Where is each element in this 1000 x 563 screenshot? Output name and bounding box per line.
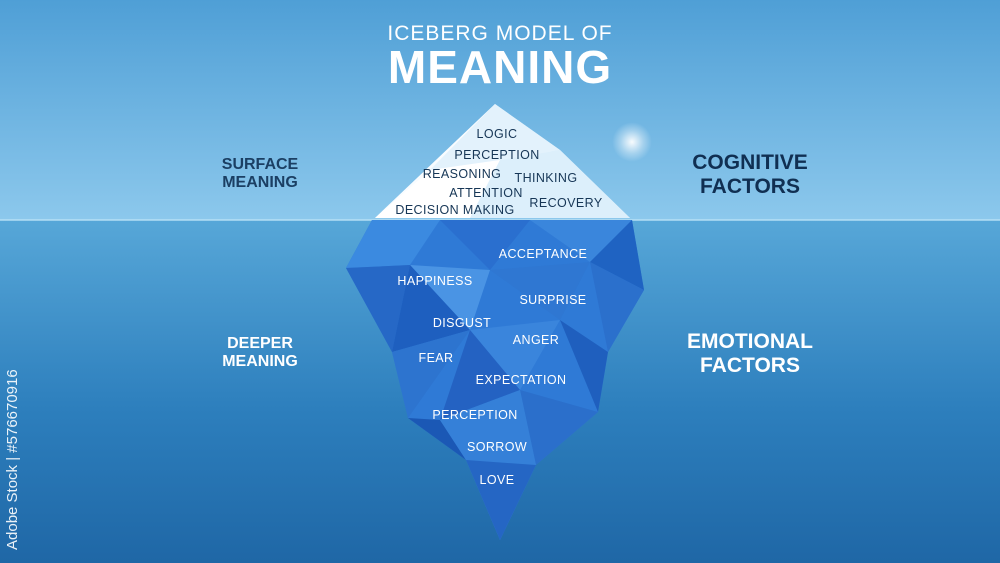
label-thinking: THINKING (514, 171, 578, 185)
title-line-2: MEANING (387, 41, 613, 93)
label-surprise: SURPRISE (519, 293, 587, 307)
sun-glare (612, 122, 652, 162)
label-recovery: RECOVERY (529, 196, 603, 210)
label-acceptance: ACCEPTANCE (498, 247, 588, 261)
label-sorrow: SORROW (466, 440, 528, 454)
label-fear: FEAR (418, 351, 454, 365)
label-reasoning: REASONING (422, 167, 502, 181)
surface-label-line-1: SURFACE (221, 156, 299, 173)
cognitive-label-line-2: FACTORS (700, 174, 800, 198)
title-line-1: ICEBERG MODEL OF (387, 22, 613, 45)
label-love: LOVE (479, 473, 515, 487)
label-expectation: EXPECTATION (475, 373, 567, 387)
label-disgust: DISGUST (432, 316, 492, 330)
label-decision-making: DECISION MAKING (395, 203, 515, 217)
surface-label-line-2: MEANING (222, 173, 298, 191)
emotional-label-line-1: EMOTIONAL (687, 330, 813, 353)
label-logic: LOGIC (476, 127, 518, 141)
deeper-label-line-2: MEANING (222, 352, 298, 370)
label-perception-bottom: PERCEPTION (432, 408, 518, 422)
cognitive-factors-label: COGNITIVE FACTORS (660, 151, 840, 198)
label-attention: ATTENTION (449, 186, 523, 200)
label-happiness: HAPPINESS (397, 274, 473, 288)
label-perception-top: PERCEPTION (454, 148, 540, 162)
surface-meaning-label: SURFACE MEANING (190, 156, 330, 192)
deeper-label-line-1: DEEPER (227, 335, 293, 352)
stock-credit: Adobe Stock | #576670916 (4, 369, 21, 550)
label-anger: ANGER (512, 333, 560, 347)
emotional-factors-label: EMOTIONAL FACTORS (660, 330, 840, 377)
deeper-meaning-label: DEEPER MEANING (190, 335, 330, 371)
cognitive-label-line-1: COGNITIVE (692, 151, 808, 174)
emotional-label-line-2: FACTORS (700, 353, 800, 377)
